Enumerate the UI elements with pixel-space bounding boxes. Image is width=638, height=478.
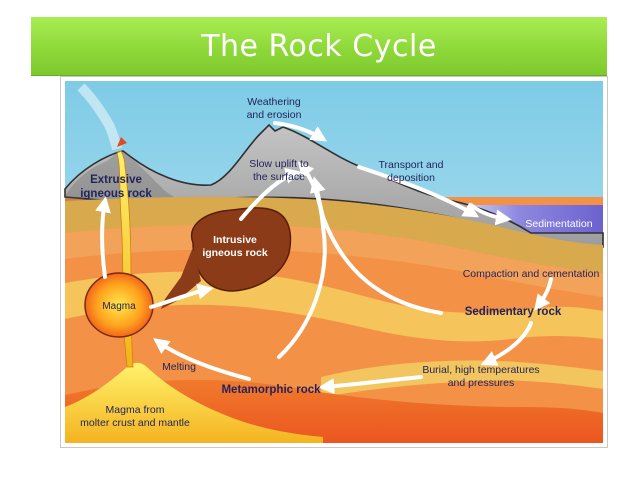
lava-top	[117, 137, 127, 147]
label-weathering-1: Weathering	[247, 96, 301, 108]
volcano-shade	[65, 151, 191, 205]
sediment-band-upper	[65, 196, 603, 273]
labels: Weathering and erosion Slow uplift to th…	[80, 96, 599, 429]
label-metamorphic: Metamorphic rock	[221, 384, 321, 396]
label-weathering-2: and erosion	[247, 109, 302, 121]
magma-source	[65, 362, 323, 443]
label-melting: Melting	[162, 361, 196, 373]
arrow-weathering	[273, 121, 328, 142]
label-uplift-1: Slow uplift to	[249, 158, 309, 170]
label-transport-1: Transport and	[379, 159, 444, 171]
title-banner: The Rock Cycle	[31, 17, 607, 76]
arrow-transport	[357, 165, 480, 218]
label-burial-1: Burial, high temperatures	[422, 364, 539, 376]
arrow-burial	[480, 321, 533, 366]
arrow-uplift-intrusive	[239, 167, 302, 221]
rock-cycle-diagram: Weathering and erosion Slow uplift to th…	[60, 76, 608, 448]
intrusive-channel	[161, 247, 201, 309]
arrow-sea	[469, 203, 512, 226]
arrow-uplift-sedimentary	[309, 176, 443, 315]
label-extrusive-2: igneous rock	[80, 188, 152, 200]
arrow-compaction	[534, 277, 553, 311]
rock-cycle-illustration: Weathering and erosion Slow uplift to th…	[64, 81, 604, 443]
yellow-band-lower	[321, 360, 603, 397]
slide-title: The Rock Cycle	[201, 29, 437, 64]
smoke-plume	[77, 83, 122, 151]
label-magma-source-2: molter crust and mantle	[80, 417, 190, 429]
arrow-extrusion	[95, 196, 111, 279]
label-transport-2: deposition	[387, 172, 435, 184]
arrow-melting	[153, 338, 251, 381]
label-sedimentation: Sedimentation	[525, 218, 592, 230]
cycle-arrows	[95, 121, 553, 395]
label-compaction: Compaction and cementation	[463, 268, 600, 280]
arrow-to-intrusive	[149, 283, 214, 309]
label-burial-2: and pressures	[448, 377, 515, 389]
arrow-to-metamorphic	[318, 375, 423, 395]
label-extrusive-1: Extrusive	[90, 174, 142, 186]
label-intrusive-2: igneous rock	[202, 247, 268, 259]
label-magma-source-1: Magma from	[106, 404, 165, 416]
label-magma: Magma	[102, 301, 136, 312]
intrusive-rock	[190, 207, 292, 292]
label-sedimentary: Sedimentary rock	[465, 306, 562, 318]
label-intrusive-1: Intrusive	[213, 234, 257, 246]
label-uplift-2: the surface	[253, 171, 305, 183]
